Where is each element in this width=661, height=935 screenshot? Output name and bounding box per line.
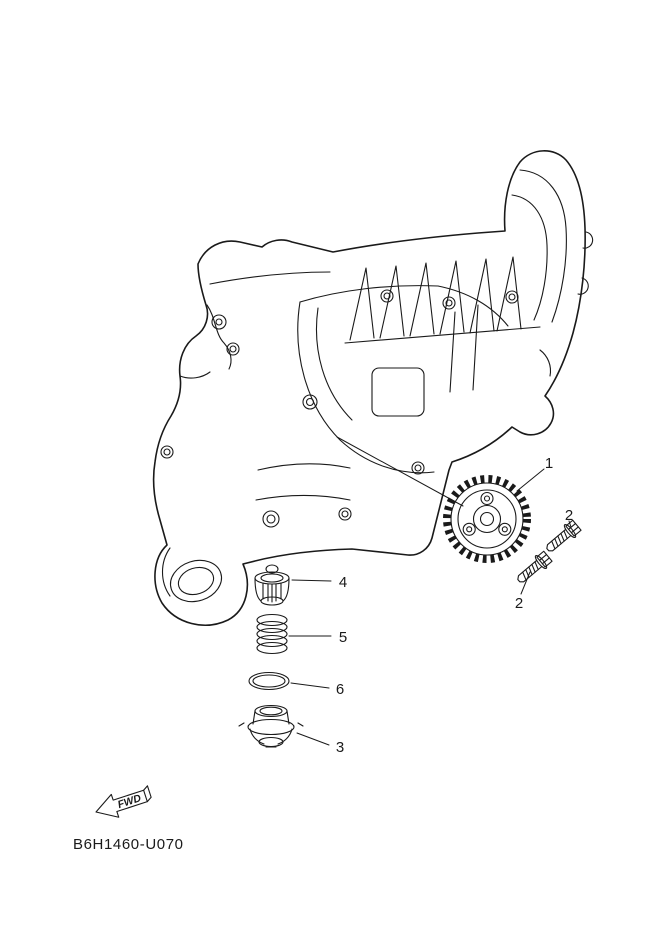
leader-lines (288, 436, 572, 746)
fwd-arrow: FWD (95, 785, 152, 818)
callout-cap: 3 (336, 739, 344, 756)
callout-bolt-lower: 2 (515, 595, 523, 612)
fwd-label: FWD (116, 792, 143, 811)
o-ring-drawing (248, 671, 290, 691)
oil-pump-gear-drawing (443, 475, 531, 563)
callout-strainer: 4 (339, 574, 347, 591)
cap-drawing (238, 704, 304, 748)
bolt-lower-drawing (517, 550, 553, 583)
callout-spring: 5 (339, 629, 347, 646)
bolt-upper-drawing (546, 519, 582, 552)
diagram-code: B6H1460-U070 (73, 836, 184, 853)
cooling-fin-band (344, 256, 541, 344)
spring-drawing (256, 613, 288, 655)
callout-o-ring: 6 (336, 681, 344, 698)
crankcase-outline (152, 150, 586, 626)
crankcase-details (160, 169, 594, 603)
callout-bolt-upper: 2 (565, 507, 573, 524)
strainer-drawing (254, 564, 290, 606)
callout-gear: 1 (545, 455, 553, 472)
